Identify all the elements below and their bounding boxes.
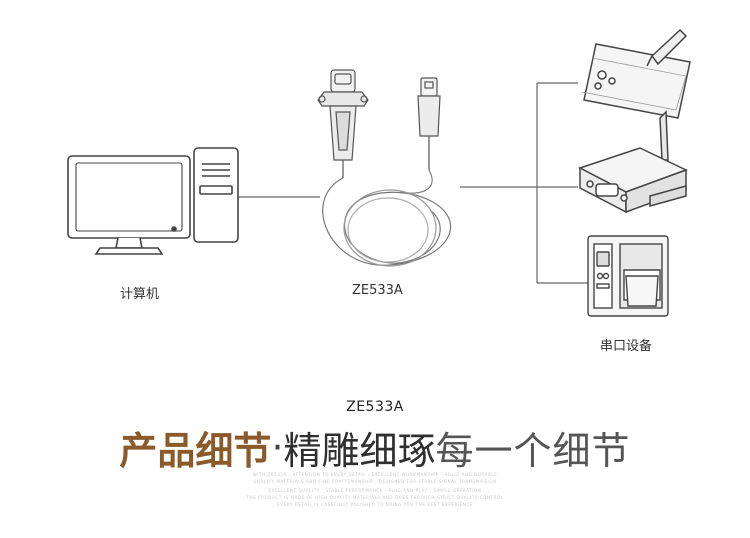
fine-print-line: EVERY DETAIL IS CAREFULLY POLISHED TO BR… — [277, 502, 473, 507]
headline-part1: 产品细节 — [119, 429, 272, 473]
computer-icon — [67, 147, 239, 255]
computer-label: 计算机 — [120, 287, 160, 302]
headline-dot: · — [271, 425, 284, 470]
fine-print-line: EXCELLENT QUALITY · STABLE PERFORMANCE ·… — [268, 488, 482, 493]
headline-part3: 每一个细节 — [435, 429, 631, 473]
section-headline: 产品细节·精雕细琢每一个细节 — [0, 420, 750, 475]
usb-serial-cable-icon — [317, 69, 452, 267]
drawing-tablet-icon — [581, 28, 691, 119]
fine-print-line: QUALITY MATERIALS AND FINE CRAFTSMANSHIP… — [253, 479, 497, 484]
section-model-title: ZE533A — [346, 399, 404, 415]
fine-print-line: THE PRODUCT IS MADE OF HIGH QUALITY MATE… — [246, 495, 504, 500]
headline-part2: 精雕细琢 — [283, 429, 436, 473]
fine-print-line: WITH ZE533A · ATTENTION TO EVERY DETAIL … — [252, 472, 498, 477]
label-printer-icon — [587, 235, 669, 317]
cable-model-label: ZE533A — [352, 283, 403, 298]
connection-diagram — [67, 28, 691, 317]
wireless-router-icon — [578, 110, 688, 214]
serial-device-label: 串口设备 — [600, 339, 653, 354]
